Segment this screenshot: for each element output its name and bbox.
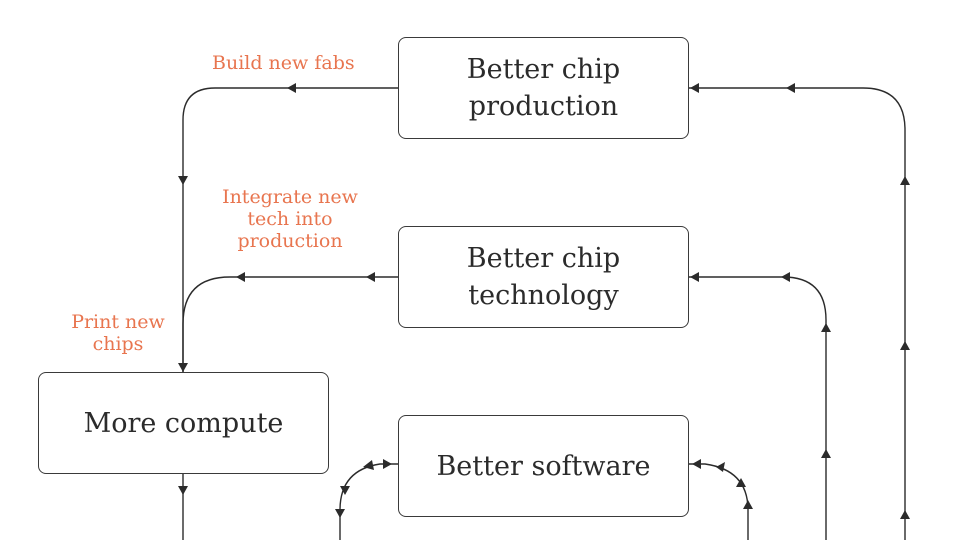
arrow-software-left-4 (335, 509, 345, 518)
more-compute-box: More compute (38, 372, 329, 474)
arrow-integrate-left-2 (366, 272, 375, 282)
print-line1: Print new (71, 311, 165, 333)
arrow-integrate-left-1 (236, 272, 245, 282)
arrow-left-down-1 (178, 176, 188, 185)
arrow-software-left-1 (383, 459, 392, 469)
compute-text: More compute (83, 407, 284, 439)
technology-line1: Better chip (466, 243, 621, 274)
software-text: Better software (436, 450, 651, 482)
better-chip-production-box: Better chip production (398, 37, 689, 139)
wire-software-right (689, 463, 749, 540)
integrate-line2: tech into (247, 208, 333, 230)
arrow-inner-up-2 (821, 449, 831, 458)
arrow-left-down-2 (178, 363, 188, 372)
wire-right-inner (689, 276, 827, 540)
arrow-inner-up-1 (821, 323, 831, 332)
production-line2: production (468, 91, 619, 122)
build-new-fabs-label: Build new fabs (212, 52, 355, 74)
arrow-software-right-2 (716, 462, 725, 472)
technology-line2: technology (468, 280, 619, 311)
arrow-outer-up-3 (900, 510, 910, 519)
arrow-software-left-2 (363, 460, 374, 470)
wire-production-to-compute (182, 87, 398, 372)
arrow-outer-up-2 (900, 341, 910, 350)
arrow-into-production (690, 83, 699, 93)
arrow-software-left-3 (340, 486, 350, 495)
integrate-line3: production (237, 230, 343, 252)
wire-right-outer (689, 87, 906, 540)
better-software-box: Better software (398, 415, 689, 517)
arrow-outer-up-1 (900, 176, 910, 185)
arrow-software-right-3 (736, 478, 746, 487)
integrate-line1: Integrate new (222, 186, 358, 208)
arrow-build-left (287, 83, 296, 93)
integrate-tech-label: Integrate new tech into production (210, 186, 370, 252)
print-new-chips-label: Print new chips (58, 311, 178, 355)
arrow-top-right (786, 83, 795, 93)
arrow-software-right-4 (743, 500, 753, 509)
arrow-into-technology (690, 272, 699, 282)
arrow-technology-right (781, 272, 790, 282)
arrow-software-right-1 (692, 459, 701, 469)
wire-technology-to-compute (182, 276, 398, 372)
wire-software-left (339, 463, 398, 540)
better-chip-technology-box: Better chip technology (398, 226, 689, 328)
print-line2: chips (92, 333, 144, 355)
production-line1: Better chip (466, 54, 621, 85)
arrow-compute-down (178, 486, 188, 495)
